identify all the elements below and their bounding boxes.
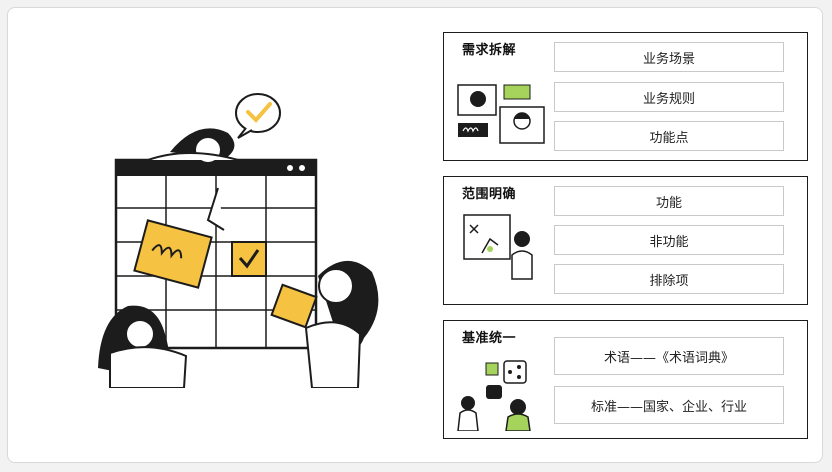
main-card: 需求拆解 业务场景 业务规则 功能点 范围明确 功能 非功能 排除项	[7, 7, 823, 463]
panel-title: 范围明确	[462, 187, 517, 202]
item-functional: 功能	[554, 186, 784, 216]
item-feature-points: 功能点	[554, 121, 784, 151]
whiteboard-presenter-icon	[463, 214, 533, 280]
panel-baseline-unification: 基准统一 术语——《术语词典》 标准——国家、企业、行业	[443, 320, 808, 439]
team-collaboration-illustration	[98, 93, 379, 388]
video-meeting-icon	[457, 84, 545, 144]
panel-title: 需求拆解	[462, 43, 517, 58]
item-standards: 标准——国家、企业、行业	[554, 386, 784, 424]
item-non-functional: 非功能	[554, 225, 784, 255]
item-terminology: 术语——《术语词典》	[554, 337, 784, 375]
item-exclusions: 排除项	[554, 264, 784, 294]
social-share-icon	[457, 360, 531, 431]
panel-title: 基准统一	[462, 331, 517, 346]
item-business-rules: 业务规则	[554, 82, 784, 112]
panel-scope-definition: 范围明确 功能 非功能 排除项	[443, 176, 808, 305]
item-business-scenario: 业务场景	[554, 42, 784, 72]
panel-requirement-breakdown: 需求拆解 业务场景 业务规则 功能点	[443, 32, 808, 161]
